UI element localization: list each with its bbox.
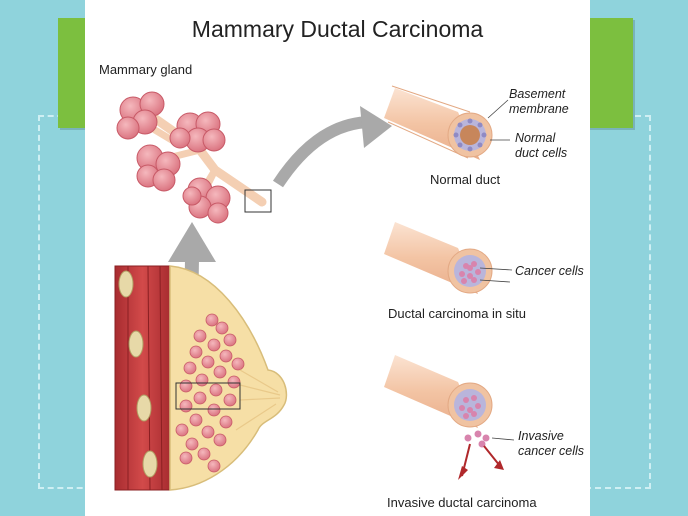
label-normal-duct: Normal duct [430,172,501,187]
annotation-normal-line2: duct cells [515,146,568,160]
annotation-basement-membrane: Basement membrane [509,87,569,117]
diagram-title: Mammary Ductal Carcinoma [191,16,484,42]
invasive-duct-illustration [384,355,515,480]
mammary-gland-illustration [116,91,272,224]
annotation-normal-line1: Normal [515,131,556,145]
annotation-basement-line2: membrane [509,102,569,116]
dcis-duct-illustration [384,222,513,294]
annotation-invasive-line2: cancer cells [518,444,584,458]
right-green-tab [585,18,633,128]
annotation-invasive-cells: Invasive cancer cells [518,429,584,459]
label-mammary-gland: Mammary gland [99,62,193,77]
breast-cross-section [114,265,288,491]
normal-duct-illustration [384,85,510,160]
annotation-normal-duct-cells: Normal duct cells [515,131,567,161]
arrow-to-duct [272,115,376,188]
annotation-basement-line1: Basement [509,87,566,101]
annotation-invasive-line1: Invasive [518,429,564,443]
label-dcis: Ductal carcinoma in situ [388,306,526,321]
annotation-cancer-cells: Cancer cells [515,264,584,278]
label-invasive: Invasive ductal carcinoma [387,495,537,510]
